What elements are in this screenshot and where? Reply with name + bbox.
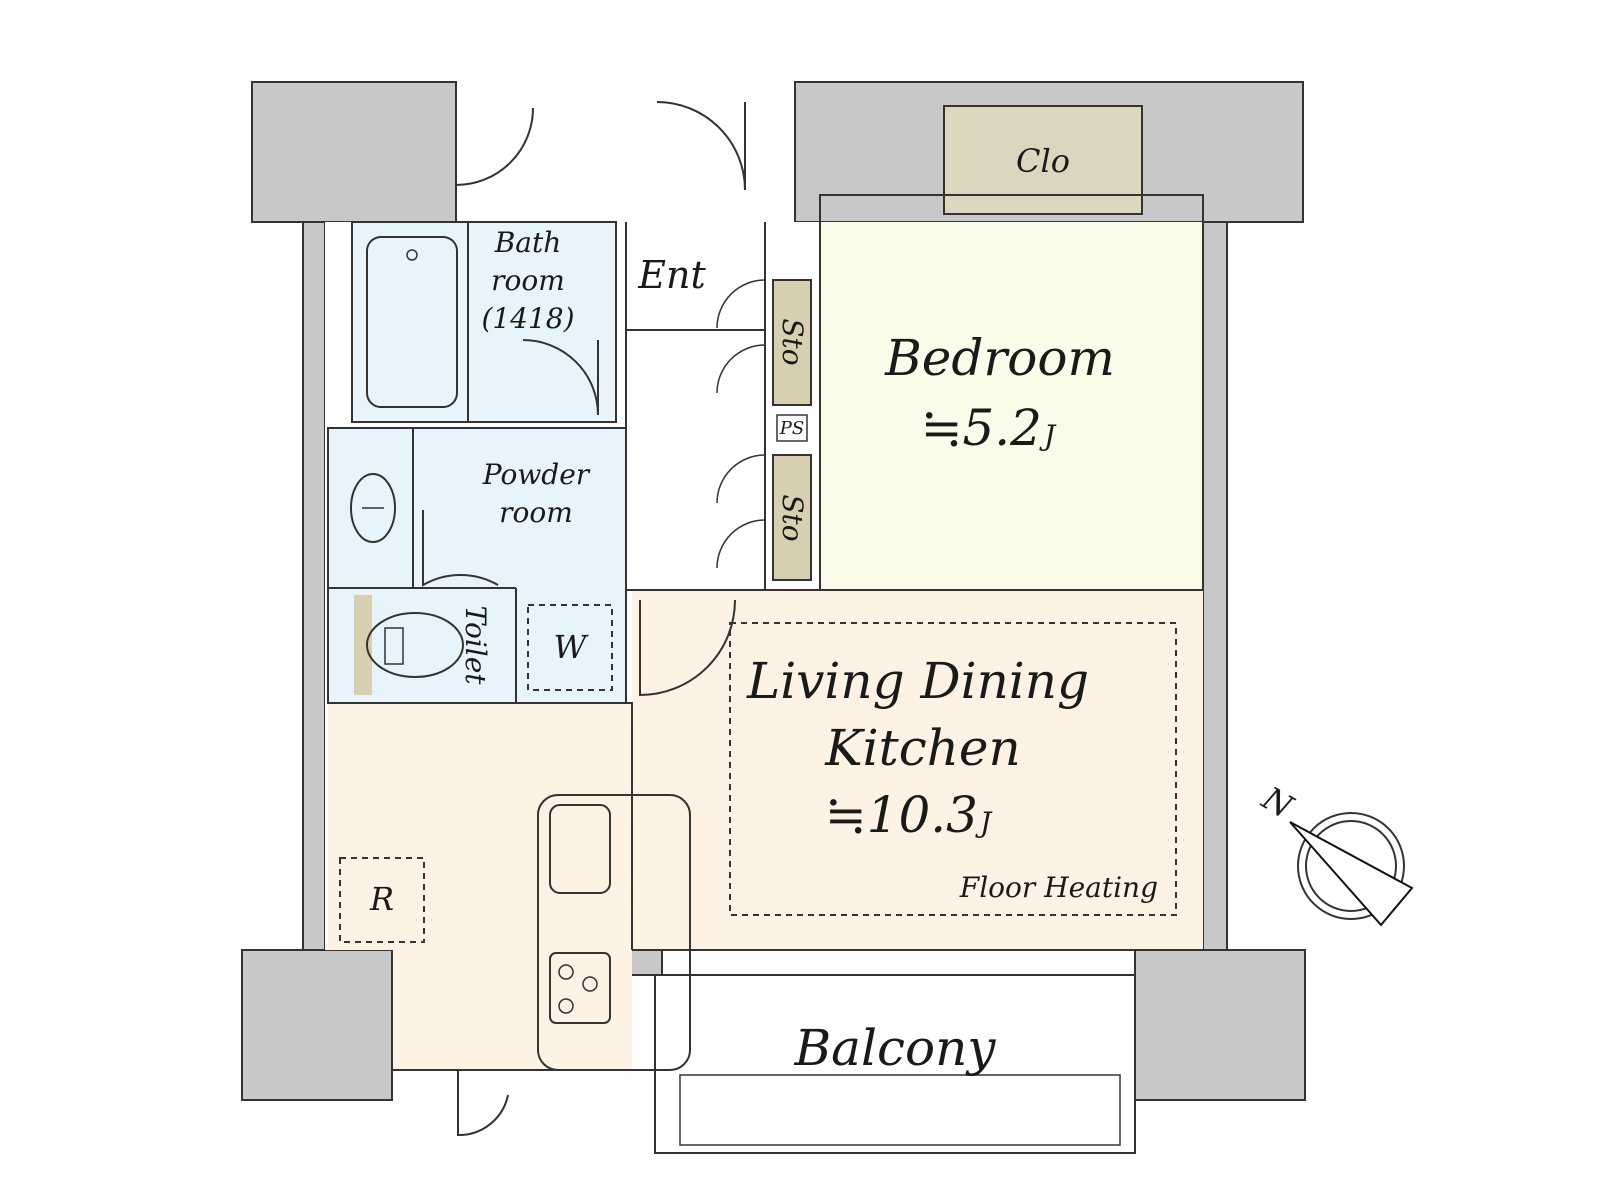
washer-label: W [554,628,590,666]
room-fills [328,106,1203,1070]
closet-label: Clo [1016,142,1070,180]
entrance-label: Ent [637,253,706,297]
stove [549,952,611,1024]
bedroom-label: Bedroom [884,329,1115,387]
powder-label-2: room [499,496,573,529]
storage-top-fill [773,280,811,405]
pipe-space-label: PS [779,418,804,439]
compass-north-label: N [1255,779,1300,827]
toilet-label: Toilet [459,605,492,685]
kitchen-sink [549,804,611,894]
washer-space [527,604,613,691]
storage-top-label: Sto [776,318,809,365]
fridge-label: R [369,880,394,918]
bath-label-2: room [491,264,565,297]
ldk-label-1: Living Dining [746,652,1089,710]
bath-fill [352,222,616,422]
bath-label-3: (1418) [481,302,574,335]
compass: N [1255,779,1414,927]
bedroom-area-unit: J [1039,419,1057,452]
toilet-tank-fill [354,595,372,695]
sink [350,473,396,543]
doors [422,101,766,1137]
balcony-outline [654,974,1136,1154]
kitchen-counter [537,794,691,1071]
bedroom-area: ≒5.2 [921,399,1042,457]
bathtub [366,236,458,408]
fridge-space [339,857,425,943]
powder-label-1: Powder [482,458,591,491]
bath-label-1: Bath [494,226,562,259]
floor-heating-area [729,622,1177,916]
floor-heating-label: Floor Heating [959,871,1158,904]
balcony-label: Balcony [793,1019,996,1077]
ldk-area-unit: J [975,806,993,839]
bedroom-fill [820,222,1203,590]
storage-bottom-label: Sto [776,494,809,541]
partitions [327,105,1204,1071]
toilet-bowl [366,612,464,678]
fixtures [339,236,1177,1154]
ldk-label-2: Kitchen [824,719,1020,777]
storage-bottom-fill [773,455,811,580]
ldk-area: ≒10.3 [825,786,978,844]
labels: Bath room (1418) Ent Sto Sto PS Clo Bedr… [369,142,1158,1077]
